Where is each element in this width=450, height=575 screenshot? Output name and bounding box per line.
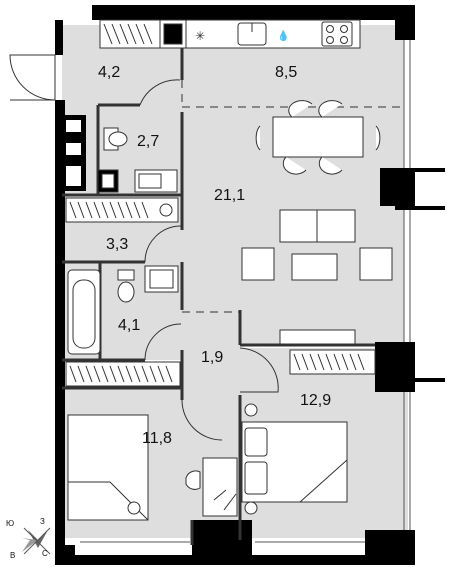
bedroom-right-wardrobe	[289, 349, 376, 375]
area-bath2: 4,1	[118, 317, 140, 334]
toilet-icon	[103, 127, 128, 151]
compass-north: З	[40, 517, 45, 526]
room-labels: 4,2 8,5 2,7 21,1 3,3 4,1 1,9 12,9 11,8	[98, 64, 331, 447]
corridor-wardrobe	[65, 361, 181, 387]
bath1-sink	[97, 169, 178, 193]
entrance-door	[9, 54, 56, 101]
bed-right	[241, 403, 348, 515]
bed-left	[67, 414, 149, 521]
sink-icon	[237, 22, 267, 46]
windows-right	[80, 40, 411, 543]
storage-door-arc	[144, 225, 182, 263]
floor-corridor	[182, 310, 240, 400]
area-kitchen: 8,5	[275, 64, 297, 81]
dining-set	[255, 100, 381, 175]
bathtub-icon	[67, 269, 101, 355]
area-bedroom-left: 11,8	[142, 430, 172, 447]
kitchen-counter	[99, 19, 361, 49]
storage-wardrobe	[65, 197, 179, 223]
bath2-sink	[144, 265, 179, 293]
compass-south: В	[10, 551, 15, 560]
area-hall: 4,2	[98, 64, 120, 81]
zone-dividers	[181, 80, 404, 313]
area-bedroom-right: 12,9	[300, 392, 331, 409]
walls	[55, 5, 445, 565]
drop-icon: 💧	[277, 29, 289, 42]
area-living: 21,1	[214, 187, 245, 204]
bath2-toilet	[117, 269, 135, 303]
hatch-pattern-kitchen	[103, 23, 153, 45]
floor-kitchen-living	[182, 25, 404, 345]
fridge-icon: ✳	[195, 29, 205, 43]
left-vents	[66, 120, 81, 186]
desk-set	[185, 457, 238, 517]
stove-icon	[321, 21, 353, 47]
area-corridor: 1,9	[201, 349, 223, 366]
compass-icon: З Ю В С	[6, 517, 51, 560]
compass-east: С	[42, 549, 48, 558]
lounge-set	[241, 209, 393, 345]
hall-door-arc	[139, 79, 181, 106]
bath2-door-arc	[144, 323, 182, 361]
compass-west: Ю	[6, 519, 14, 528]
area-storage: 3,3	[106, 236, 128, 253]
area-bath1: 2,7	[137, 133, 159, 150]
corridor-door-arcs	[181, 347, 279, 441]
